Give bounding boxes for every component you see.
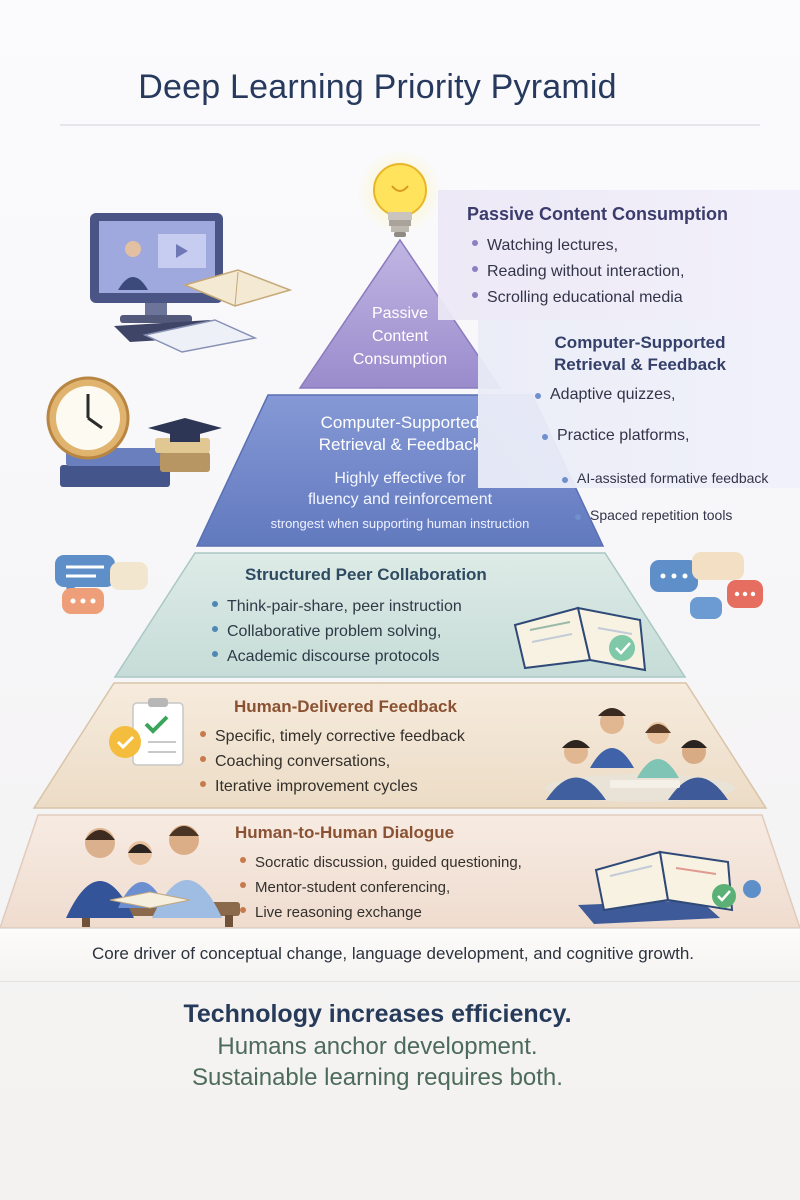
chat-bubbles-right-icon [650,552,763,619]
side-panel-passive-title: Passive Content Consumption [467,204,729,224]
tier-computer-label-line: Retrieval & Feedback [318,435,482,454]
side-panel-computer-title-line: Computer-Supported [554,333,726,352]
list-item: Socratic discussion, guided questioning, [238,850,522,875]
list-item: Spaced repetition tools [573,507,781,523]
tier-passive-label-line: Content [371,328,429,345]
checklist-icon [109,698,184,766]
list-item: Watching lectures, [470,233,684,259]
side-panel-computer [478,320,800,488]
tier-dialogue-list: Socratic discussion, guided questioning,… [238,850,522,925]
tier-peer-list: Think-pair-share, peer instruction Colla… [210,594,462,669]
tier-passive-label-line: Passive [371,305,429,322]
list-item: Scrolling educational media [470,285,684,311]
tier-passive-label-line: Consumption [352,351,448,368]
chat-bubbles-icon [55,555,148,614]
tier-computer-description-line: fluency and reinforcement [307,491,493,508]
tier-dialogue-title: Human-to-Human Dialogue [235,823,455,842]
tier-feedback [32,682,768,809]
open-book-icon [513,606,647,672]
list-item: Reading without interaction, [470,259,684,285]
side-panel-computer-list: Adaptive quizzes, Practice platforms, AI… [0,0,768,523]
tier-computer-description: Highly effective for fluency and reinfor… [225,468,575,510]
list-item: Mentor-student conferencing, [238,875,522,900]
core-statement: Core driver of conceptual change, langua… [92,944,694,963]
list-item: Iterative improvement cycles [198,774,465,799]
tier-computer-note: strongest when supporting human instruct… [270,516,530,531]
core-statement-band [0,928,800,982]
tier-passive-label: Passive Content Consumption [300,302,500,371]
books-dialogue-icon [578,850,761,924]
list-item: Adaptive quizzes, [533,386,741,404]
footer-line-humans: Humans anchor development. [217,1033,538,1060]
title-divider [60,124,760,126]
list-item: Academic discourse protocols [210,644,462,669]
side-panel-computer-title: Computer-Supported Retrieval & Feedback [490,332,790,376]
tier-feedback-title: Human-Delivered Feedback [234,697,457,716]
list-item: Live reasoning exchange [238,900,522,925]
computer-lecture-icon [90,213,293,353]
clock-books-icon [46,376,222,487]
side-panel-computer-title-line: Retrieval & Feedback [554,355,726,374]
tier-feedback-list: Specific, timely corrective feedback Coa… [198,724,465,799]
side-panel-passive [438,190,800,320]
list-item: AI-assisted formative feedback [560,470,768,486]
page-title: Deep Learning Priority Pyramid [138,68,617,106]
list-item: Think-pair-share, peer instruction [210,594,462,619]
footer-line-sustainable: Sustainable learning requires both. [192,1064,563,1091]
footer-line-technology: Technology increases efficiency. [183,1000,572,1028]
tier-computer-description-line: Highly effective for [334,470,466,487]
tier-peer-title: Structured Peer Collaboration [245,565,487,584]
list-item: Practice platforms, [540,427,748,445]
tier-computer-label: Computer-Supported Retrieval & Feedback [225,412,575,456]
list-item: Collaborative problem solving, [210,619,462,644]
list-item: Specific, timely corrective feedback [198,724,465,749]
tutoring-people-icon [66,825,240,927]
students-group-icon [545,708,735,802]
tier-computer-label-line: Computer-Supported [320,413,480,432]
list-item: Coaching conversations, [198,749,465,774]
light-bulb-icon [358,150,442,237]
side-panel-passive-list: Watching lectures, Reading without inter… [470,233,684,311]
